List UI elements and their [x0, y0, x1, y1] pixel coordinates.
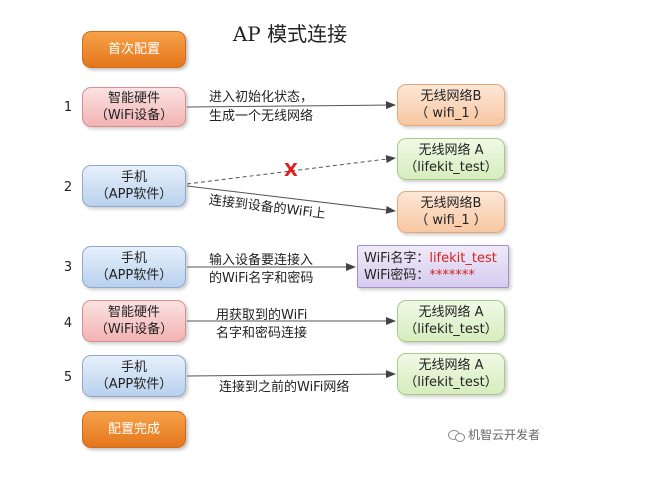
phone-line1: 手机 — [120, 360, 147, 375]
smart-hardware-line2: （WiFi设备） — [94, 108, 174, 123]
arrow-step1 — [186, 101, 396, 110]
end-label: 配置完成 — [107, 422, 160, 437]
network-name: 无线网络 A — [418, 143, 484, 158]
start-box: 首次配置 — [82, 31, 186, 68]
network-ssid: （lifekit_test） — [404, 322, 498, 337]
wireless-network-a-box-4: 无线网络 A （lifekit_test） — [397, 300, 505, 342]
phone-line1: 手机 — [120, 170, 147, 185]
phone-box-5: 手机 （APP软件） — [82, 355, 186, 397]
wifi-credentials-box: WiFi名字：lifekit_test WiFi密码：******* — [357, 245, 509, 288]
wifi-password-row: WiFi密码：******* — [364, 267, 475, 284]
wifi-password-label: WiFi密码： — [364, 267, 430, 283]
network-ssid: （ wifi_1 ） — [415, 106, 487, 121]
wifi-name-row: WiFi名字：lifekit_test — [364, 250, 497, 267]
step-number: 2 — [63, 180, 73, 195]
step-number: 3 — [63, 260, 73, 275]
network-ssid: （ wifi_1 ） — [415, 213, 487, 228]
wechat-icon — [448, 429, 465, 442]
end-box: 配置完成 — [82, 411, 186, 448]
phone-line2: （APP软件） — [95, 187, 173, 202]
wireless-network-a-box-2: 无线网络 A （lifekit_test） — [397, 138, 505, 180]
step4-label-line2: 名字和密码连接 — [216, 326, 308, 341]
watermark: 机智云开发者 — [448, 426, 540, 443]
wifi-name-value: lifekit_test — [429, 250, 497, 266]
network-ssid: （lifekit_test） — [404, 375, 498, 390]
wireless-network-b-box-1: 无线网络B （ wifi_1 ） — [397, 84, 505, 126]
phone-line2: （APP软件） — [95, 268, 173, 283]
watermark-text: 机智云开发者 — [468, 428, 541, 442]
step-number: 1 — [63, 100, 73, 115]
smart-hardware-line1: 智能硬件 — [107, 91, 160, 106]
network-ssid: （lifekit_test） — [404, 160, 498, 175]
phone-box-3: 手机 （APP软件） — [82, 246, 186, 288]
wireless-network-b-box-2: 无线网络B （ wifi_1 ） — [397, 191, 505, 233]
smart-hardware-box-1: 智能硬件 （WiFi设备） — [82, 87, 186, 127]
network-name: 无线网络 A — [418, 305, 484, 320]
step4-label-line1: 用获取到的WiFi — [216, 308, 308, 323]
wifi-password-value: ******* — [429, 267, 475, 283]
step1-label-line2: 生成一个无线网络 — [209, 109, 314, 124]
blocked-mark: X — [284, 160, 298, 181]
start-label: 首次配置 — [107, 42, 160, 57]
step-number: 5 — [63, 370, 73, 385]
phone-line2: （APP软件） — [95, 377, 173, 392]
wireless-network-a-box-5: 无线网络 A （lifekit_test） — [397, 353, 505, 395]
step-number: 4 — [63, 316, 73, 331]
step5-label: 连接到之前的WiFi网络 — [219, 380, 350, 395]
smart-hardware-line2: （WiFi设备） — [94, 322, 174, 337]
smart-hardware-line1: 智能硬件 — [107, 305, 160, 320]
step3-label-line2: 的WiFi名字和密码 — [209, 271, 314, 286]
network-name: 无线网络 A — [418, 358, 484, 373]
phone-line1: 手机 — [120, 251, 147, 266]
arrow-step5 — [186, 370, 396, 379]
diagram-title: AP 模式连接 — [232, 22, 348, 46]
network-name: 无线网络B — [420, 196, 482, 211]
wifi-name-label: WiFi名字： — [364, 250, 430, 266]
step1-label-line1: 进入初始化状态， — [209, 90, 314, 105]
phone-box-2: 手机 （APP软件） — [82, 165, 186, 207]
step3-label-line1: 输入设备要连接入 — [209, 253, 314, 268]
smart-hardware-box-4: 智能硬件 （WiFi设备） — [82, 300, 186, 342]
network-name: 无线网络B — [420, 89, 482, 104]
arrow-step2 — [186, 185, 396, 214]
